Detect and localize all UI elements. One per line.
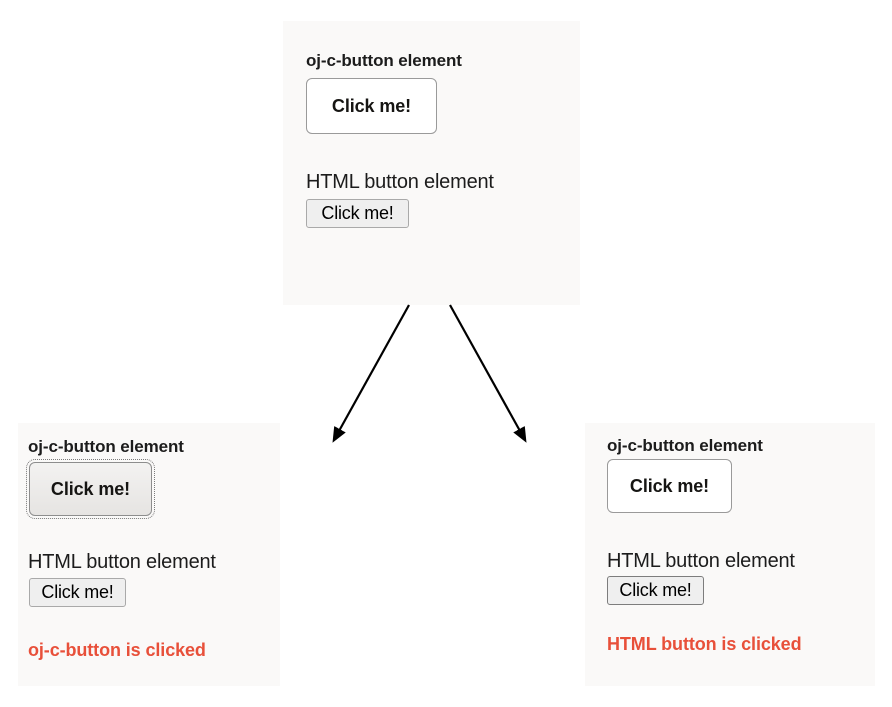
oj-c-button-label: oj-c-button element	[607, 436, 763, 455]
oj-c-button-label: oj-c-button element	[28, 437, 184, 456]
arrow-to-right-panel	[449, 304, 527, 443]
html-button-label: HTML button element	[28, 551, 216, 573]
oj-c-button[interactable]: Click me!	[26, 459, 155, 519]
status-message: HTML button is clicked	[607, 634, 802, 654]
oj-c-button-label: oj-c-button element	[306, 51, 462, 70]
html-button[interactable]: Click me!	[607, 576, 704, 605]
oj-c-button[interactable]: Click me!	[607, 459, 732, 513]
status-message: oj-c-button is clicked	[28, 640, 206, 660]
oj-c-button[interactable]: Click me!	[306, 78, 437, 134]
initial-state-panel	[283, 21, 580, 305]
html-button-label: HTML button element	[607, 550, 795, 572]
html-button-label: HTML button element	[306, 171, 494, 193]
arrow-to-left-panel	[332, 304, 410, 443]
html-button[interactable]: Click me!	[306, 199, 409, 228]
html-button[interactable]: Click me!	[29, 578, 126, 607]
